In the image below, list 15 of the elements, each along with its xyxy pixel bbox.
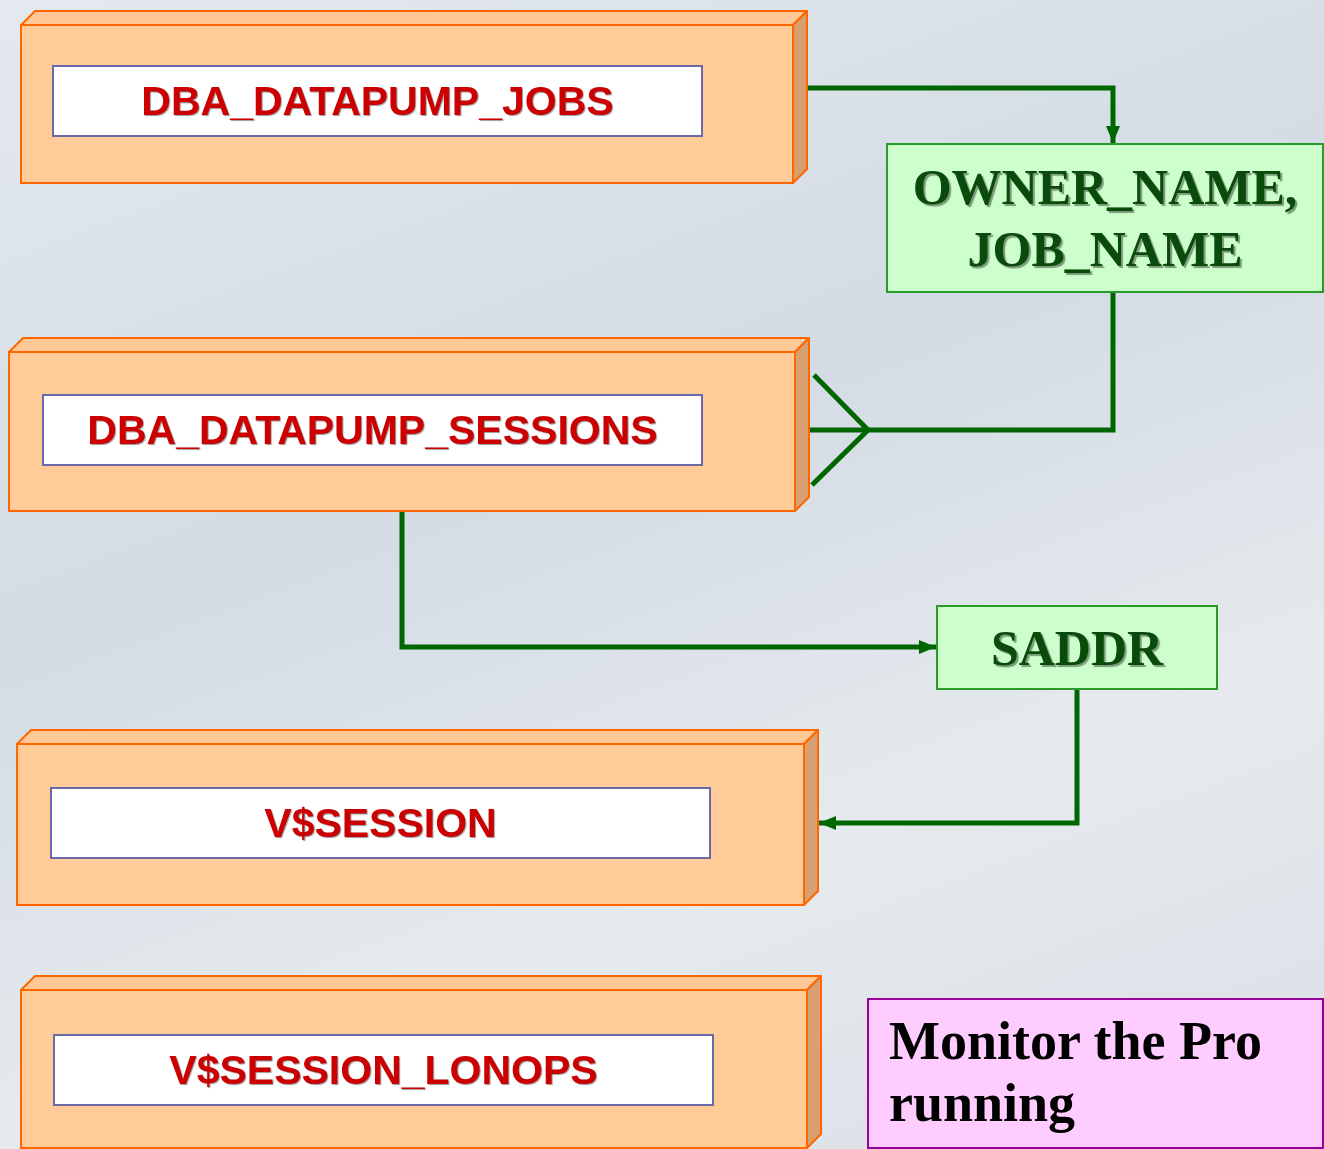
table-box (16, 729, 819, 906)
view-name-label: V$SESSION (50, 787, 711, 859)
view-name-label: DBA_DATAPUMP_JOBS (52, 65, 703, 137)
column-box: SADDR (936, 605, 1218, 690)
view-name-label: V$SESSION_LONOPS (53, 1034, 714, 1106)
note-box: Monitor the Pro running (867, 998, 1324, 1149)
connector (809, 293, 1116, 488)
connector (399, 512, 936, 654)
connector (819, 690, 1080, 830)
connector (808, 85, 1120, 143)
table-box (8, 337, 810, 512)
table-box (20, 975, 822, 1149)
column-box: OWNER_NAME, JOB_NAME (886, 143, 1324, 293)
table-box (20, 10, 808, 184)
view-name-label: DBA_DATAPUMP_SESSIONS (42, 394, 703, 466)
